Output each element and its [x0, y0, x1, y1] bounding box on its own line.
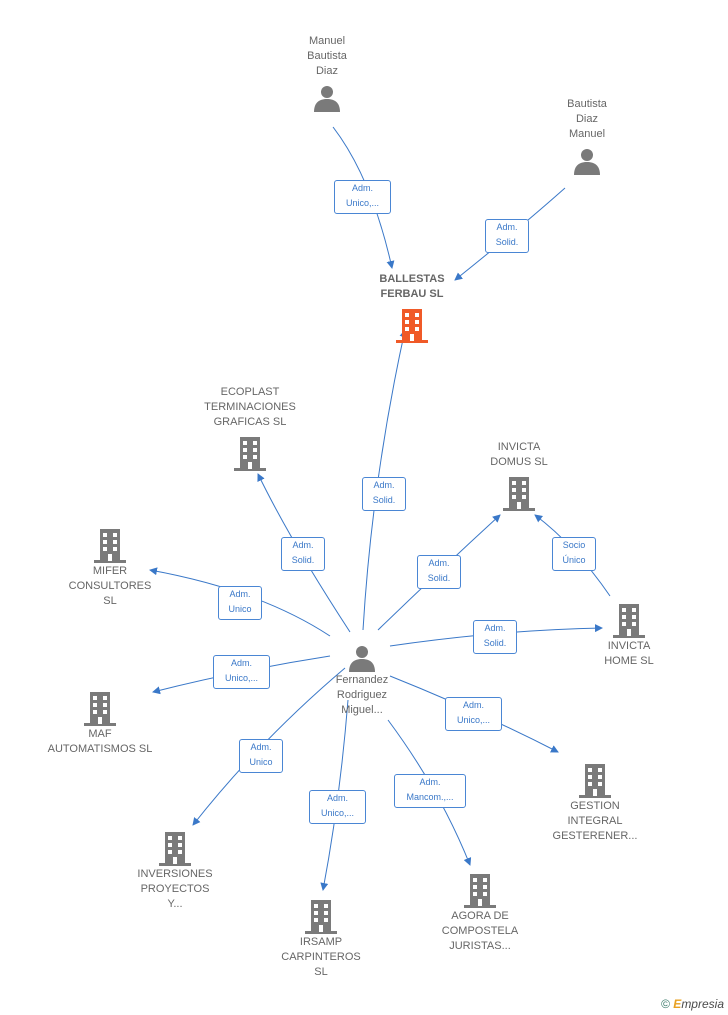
company-node-invicta-home[interactable]: INVICTA HOME SL [569, 603, 689, 669]
building-icon [396, 309, 428, 343]
edge-label[interactable]: Adm. Solid. [362, 477, 406, 511]
company-label: INVERSIONES PROYECTOS Y... [137, 868, 213, 910]
company-label: MAF AUTOMATISMOS SL [47, 728, 153, 755]
person-label: Manuel Bautista Diaz [307, 35, 347, 77]
person-label: Bautista Diaz Manuel [567, 98, 607, 140]
company-label: MIFER CONSULTORES SL [68, 565, 152, 607]
person-node-manuel-bautista-diaz[interactable]: Manuel Bautista Diaz [267, 34, 387, 113]
company-node-agora-compostela[interactable]: AGORA DE COMPOSTELA JURISTAS... [420, 873, 540, 954]
main-company-node[interactable]: BALLESTAS FERBAU SL [352, 272, 472, 344]
brand-footer: © Empresia [661, 997, 724, 1011]
company-label: IRSAMP CARPINTEROS SL [281, 936, 361, 978]
company-label: INVICTA DOMUS SL [490, 441, 548, 468]
building-icon [234, 437, 266, 471]
edge-label[interactable]: Adm. Unico,... [334, 180, 391, 214]
edge-label[interactable]: Adm. Unico,... [445, 697, 502, 731]
edge-label[interactable]: Adm. Unico,... [213, 655, 270, 689]
building-icon [613, 604, 645, 638]
edge-label[interactable]: Adm. Solid. [473, 620, 517, 654]
person-node-fernandez-rodriguez-miguel[interactable]: Fernandez Rodriguez Miguel... [302, 643, 422, 718]
company-label: INVICTA HOME SL [604, 640, 654, 667]
edge-label[interactable]: Adm. Unico [239, 739, 283, 773]
person-icon [349, 646, 375, 672]
company-node-gestion-integral[interactable]: GESTION INTEGRAL GESTERENER... [535, 763, 655, 844]
edge-label[interactable]: Adm. Unico [218, 586, 262, 620]
brand-logo-text: mpresia [681, 997, 724, 1011]
person-icon [314, 86, 340, 112]
edge-label[interactable]: Adm. Solid. [417, 555, 461, 589]
edge-label[interactable]: Adm. Unico,... [309, 790, 366, 824]
company-label: AGORA DE COMPOSTELA JURISTAS... [441, 910, 519, 952]
building-icon [305, 900, 337, 934]
edge-label[interactable]: Socio Único [552, 537, 596, 571]
person-label: Fernandez Rodriguez Miguel... [335, 674, 389, 716]
company-label: GESTION INTEGRAL GESTERENER... [552, 800, 638, 842]
building-icon [503, 477, 535, 511]
company-node-ecoplast[interactable]: ECOPLAST TERMINACIONES GRAFICAS SL [190, 385, 310, 472]
edge-label[interactable]: Adm. Solid. [281, 537, 325, 571]
copyright-icon: © [661, 997, 670, 1011]
brand-logo-initial: E [673, 997, 682, 1011]
building-icon [464, 874, 496, 908]
building-icon [159, 832, 191, 866]
main-company-label: BALLESTAS FERBAU SL [379, 273, 445, 300]
company-node-irsamp-carpinteros[interactable]: IRSAMP CARPINTEROS SL [261, 899, 381, 980]
building-icon [84, 692, 116, 726]
edge-label[interactable]: Adm. Solid. [485, 219, 529, 253]
building-icon [579, 764, 611, 798]
company-node-maf-automatismos[interactable]: MAF AUTOMATISMOS SL [40, 691, 160, 757]
person-icon [574, 149, 600, 175]
company-node-inversiones-proyectos[interactable]: INVERSIONES PROYECTOS Y... [115, 831, 235, 912]
edge-label[interactable]: Adm. Mancom.,... [394, 774, 466, 808]
company-node-mifer-consultores[interactable]: MIFER CONSULTORES SL [50, 528, 170, 609]
company-label: ECOPLAST TERMINACIONES GRAFICAS SL [204, 386, 296, 428]
person-node-bautista-diaz-manuel[interactable]: Bautista Diaz Manuel [527, 97, 647, 176]
building-icon [94, 529, 126, 563]
company-node-invicta-domus[interactable]: INVICTA DOMUS SL [459, 440, 579, 512]
